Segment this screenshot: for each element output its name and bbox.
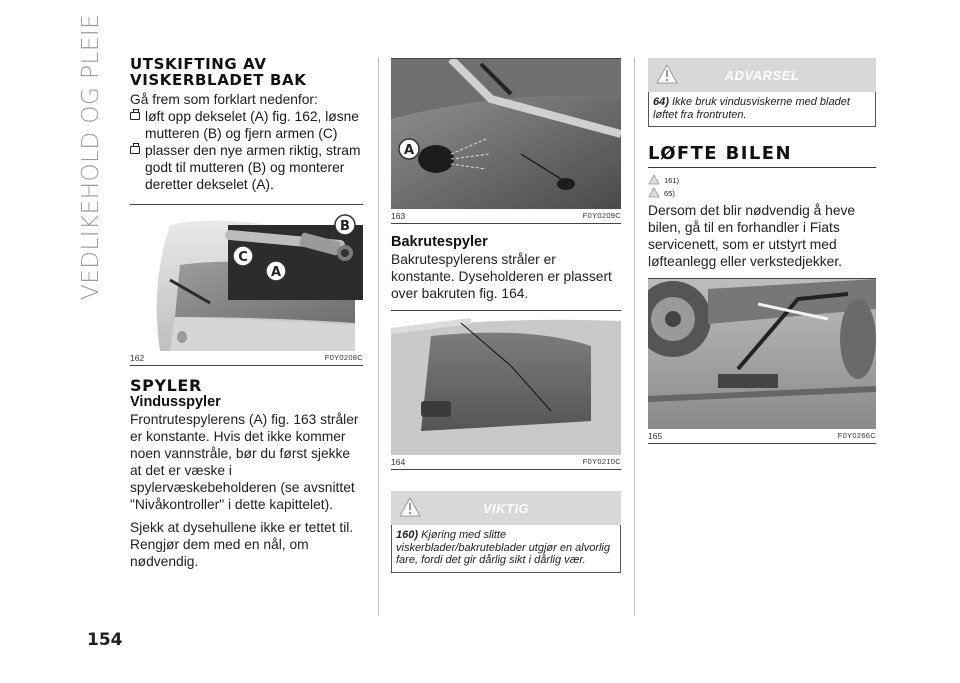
bullet-item: plasser den nye armen riktig, stram godt… [130,142,363,193]
rear-nozzle-illustration [391,311,621,455]
subsection-heading: Vindusspyler [130,394,221,410]
figure-caption: 163 F0Y0209C [391,209,621,223]
figure-image: A [391,59,621,209]
reference-line: 65) [648,187,876,200]
page-number: 154 [87,630,123,650]
figure-image [391,311,621,455]
figure-code: F0Y0208C [324,353,363,362]
paragraph: Sjekk at dysehullene ikke er tettet til.… [130,520,354,569]
rear-wiper-illustration: B C A [130,205,363,351]
warning-triangle-icon [399,496,421,522]
figure-code: F0Y0210C [582,457,621,466]
figure-caption: 164 F0Y0210C [391,455,621,469]
bullet-text: løft opp dekselet (A) fig. 162, løsne mu… [145,109,359,141]
paragraph: Bakrutespylerens stråler er konstante. D… [391,252,612,301]
callout-a: A [271,265,281,280]
notice-number: 160) [396,529,419,541]
column-divider [378,58,379,616]
figure-162: B C A 162 F0Y0208C [130,204,363,366]
notice-label: VIKTIG [482,500,530,516]
car-jack-illustration [648,279,876,429]
notice-box: VIKTIG 160) Kjøring med slitte viskerbla… [391,491,621,573]
reference-number: 65) [664,189,675,198]
paragraph: Dersom det blir nødvendig å heve bilen, … [648,203,856,269]
figure-163: A 163 F0Y0209C [391,58,621,224]
warning-number: 64) [653,96,669,108]
callout-b: B [340,219,350,234]
warning-small-icon [648,187,660,200]
warning-small-icon [648,174,660,187]
paragraph: Frontrutespylerens (A) fig. 163 stråler … [130,412,359,512]
reference-number: 161) [664,176,680,185]
bullet-icon [130,143,140,154]
bullet-icon [130,109,140,120]
figure-code: F0Y0209C [582,211,621,220]
subsection-heading: Bakrutespyler [391,234,488,250]
figure-164: 164 F0Y0210C [391,310,621,470]
figure-165: 165 F0Y0266C [648,278,876,444]
reference-line: 161) [648,174,876,187]
figure-number: 163 [391,211,406,221]
callout-a: A [404,143,414,158]
intro-text: Gå frem som forklart nedenfor: [130,92,318,107]
bullet-text: plasser den nye armen riktig, stram godt… [145,143,361,192]
bullet-item: løft opp dekselet (A) fig. 162, løsne mu… [130,108,363,142]
section-heading: SPYLER [130,376,202,395]
column-1: UTSKIFTING AV VISKERBLADET BAK Gå frem s… [130,56,363,570]
figure-number: 165 [648,431,663,441]
figure-number: 162 [130,353,145,363]
figure-image: B C A [130,205,363,351]
figure-code: F0Y0266C [837,431,876,440]
figure-number: 164 [391,457,406,467]
warning-header: ADVARSEL [648,58,876,92]
chapter-side-title: VEDLIKEHOLD OG PLEIE [78,13,104,300]
notice-text: Kjøring med slitte viskerblader/bakruteb… [396,529,610,566]
notice-header: VIKTIG [391,491,621,525]
figure-image [648,279,876,429]
column-3: ADVARSEL 64) Ikke bruk vindusviskerne me… [648,58,876,444]
section-heading: LØFTE BILEN [648,143,876,168]
column-2: A 163 F0Y0209C Bakrutespyler Bakrutespyl… [391,58,621,573]
figure-caption: 162 F0Y0208C [130,351,363,365]
warning-box: ADVARSEL 64) Ikke bruk vindusviskerne me… [648,58,876,127]
washer-nozzle-illustration: A [391,59,621,209]
callout-c: C [238,250,248,265]
notice-body: 160) Kjøring med slitte viskerblader/bak… [391,525,621,573]
warning-text: Ikke bruk vindusviskerne med bladet løft… [653,96,850,121]
warning-triangle-icon [656,63,678,89]
warning-label: ADVARSEL [724,67,800,83]
section-heading: UTSKIFTING AV VISKERBLADET BAK [130,55,307,89]
warning-body: 64) Ikke bruk vindusviskerne med bladet … [648,92,876,127]
figure-caption: 165 F0Y0266C [648,429,876,443]
column-divider [634,58,635,616]
